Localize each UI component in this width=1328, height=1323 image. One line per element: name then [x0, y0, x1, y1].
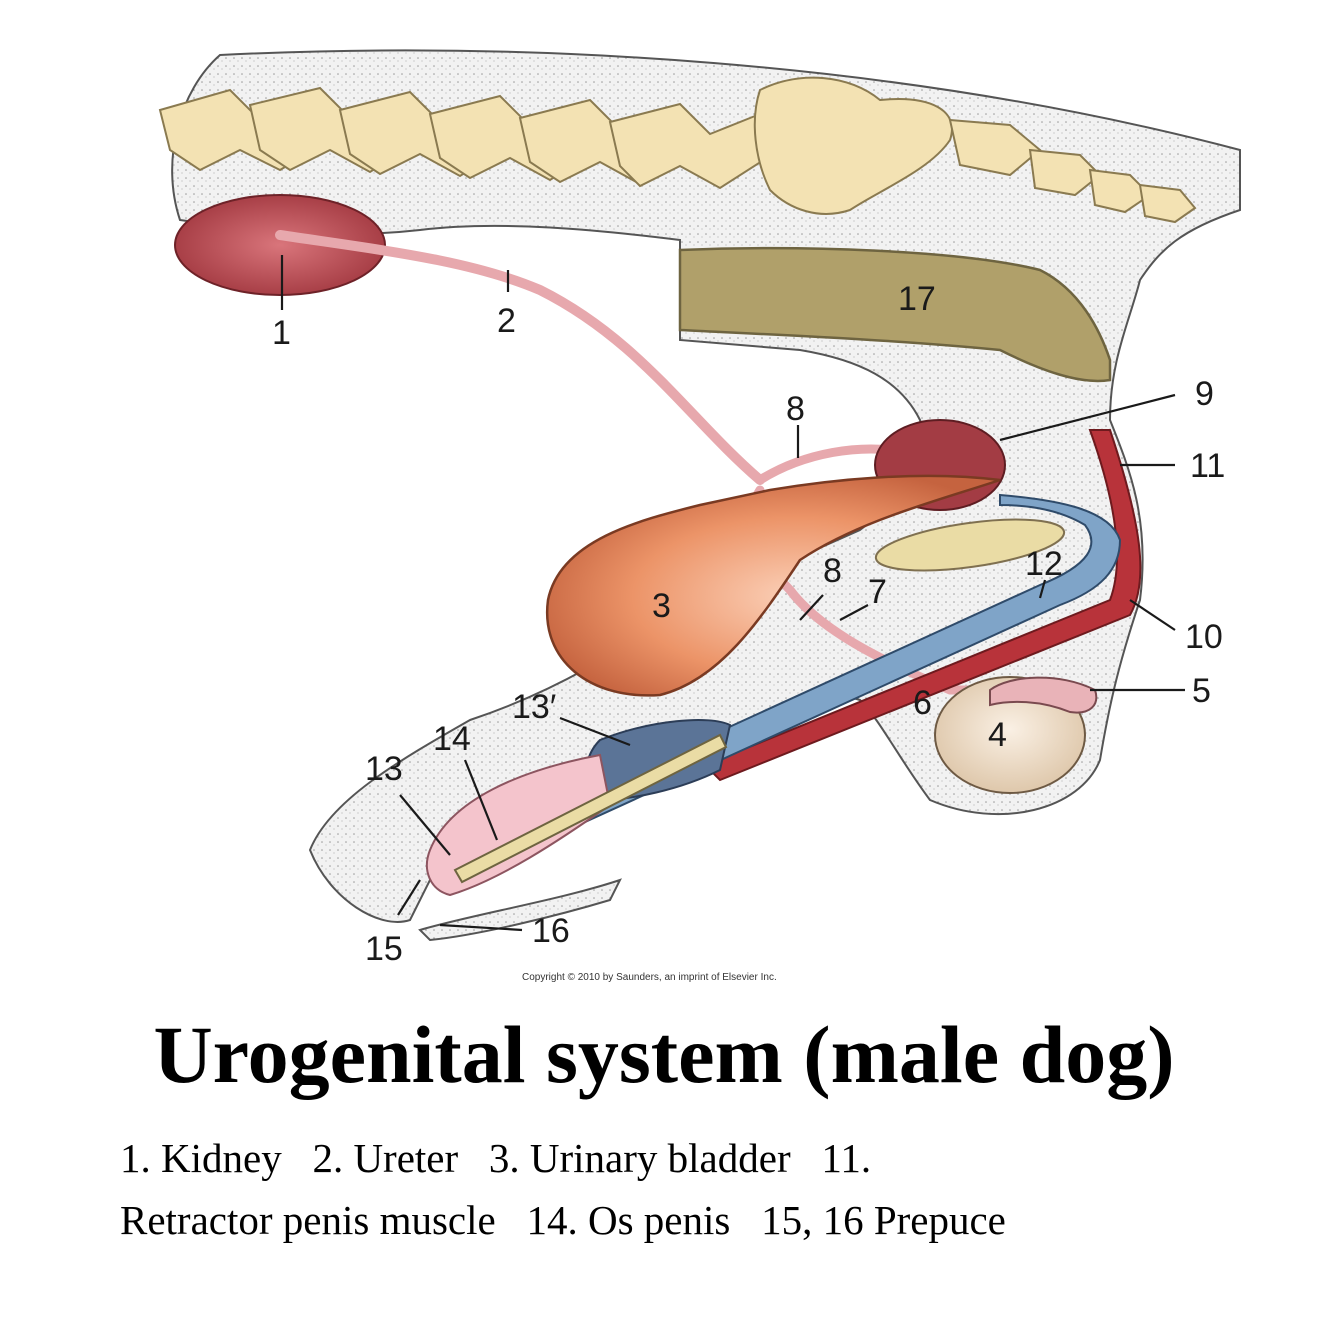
- callout-2: 2: [497, 302, 516, 340]
- anatomy-diagram: 1 2 3 4 5 6 7 8 8 9 10 11 12 13 13′ 14 1…: [158, 49, 1241, 983]
- pelvic-bone: [874, 518, 1066, 572]
- callout-4: 4: [988, 716, 1007, 754]
- callout-17: 17: [898, 280, 936, 318]
- copyright-notice: Copyright © 2010 by Saunders, an imprint…: [522, 972, 777, 983]
- vertebral-column: [158, 76, 1197, 224]
- callout-11: 11: [1190, 447, 1225, 485]
- callout-15: 15: [365, 930, 403, 968]
- legend-line-2: Retractor penis muscle 14. Os penis 15, …: [120, 1196, 1006, 1243]
- rectum: [678, 246, 1112, 383]
- prepuce: [418, 878, 622, 942]
- callout-9: 9: [1195, 375, 1214, 413]
- callout-1: 1: [272, 314, 291, 352]
- os-penis: [453, 733, 728, 884]
- callout-10: 10: [1185, 618, 1223, 656]
- epididymis: [989, 676, 1098, 714]
- callout-7: 7: [868, 573, 887, 611]
- callout-16: 16: [532, 912, 570, 950]
- callout-13-prime: 13′: [512, 688, 556, 726]
- legend-line-1: 1. Kidney 2. Ureter 3. Urinary bladder 1…: [120, 1135, 872, 1181]
- callout-6: 6: [913, 684, 932, 722]
- callout-13: 13: [365, 750, 403, 788]
- callout-labels: 1 2 3 4 5 6 7 8 8 9 10 11 12 13 13′ 14 1…: [272, 280, 1225, 968]
- leader-lines: [280, 255, 1185, 932]
- page-title: Urogenital system (male dog): [153, 1009, 1175, 1100]
- callout-8-upper: 8: [786, 390, 805, 428]
- callout-3: 3: [652, 587, 671, 625]
- ureter: [275, 230, 765, 485]
- kidney: [174, 194, 386, 296]
- urinary-bladder: [545, 474, 1001, 697]
- retractor-penis-muscle: [703, 429, 1142, 782]
- callout-8-lower: 8: [823, 552, 842, 590]
- callout-5: 5: [1192, 672, 1211, 710]
- callout-14: 14: [433, 720, 471, 758]
- legend: 1. Kidney 2. Ureter 3. Urinary bladder 1…: [120, 1128, 1240, 1251]
- callout-12: 12: [1025, 545, 1063, 583]
